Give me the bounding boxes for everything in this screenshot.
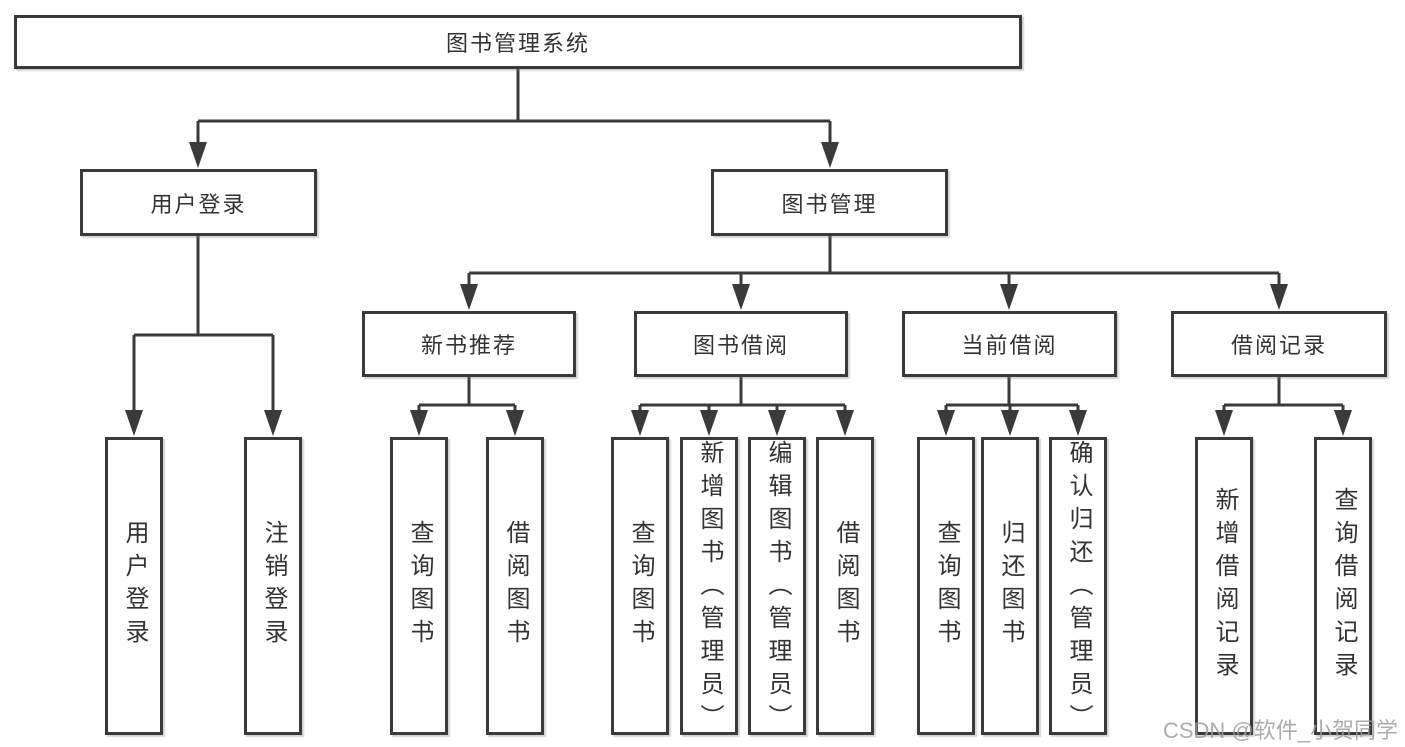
- leaf-label: 查询图书: [406, 520, 433, 652]
- leaf-add-borrowing-record: 新增借阅记录: [1195, 437, 1253, 735]
- leaf-query-books-recommendation: 查询图书: [390, 437, 448, 735]
- leaf-label: 借阅图书: [832, 520, 859, 652]
- node-current-borrowing: 当前借阅: [902, 311, 1117, 377]
- leaf-query-books-borrowing: 查询图书: [611, 437, 669, 735]
- leaf-logout: 注销登录: [244, 437, 302, 735]
- leaf-add-books-admin: 新增图书（管理员）: [680, 437, 738, 737]
- leaf-borrow-books-recommendation: 借阅图书: [486, 437, 544, 735]
- leaf-borrow-books: 借阅图书: [816, 437, 874, 735]
- leaf-label: 用户登录: [121, 520, 148, 652]
- leaf-label: 确认归还（管理员）: [1065, 440, 1092, 737]
- node-user-login: 用户登录: [80, 169, 317, 236]
- leaf-label: 借阅图书: [502, 520, 529, 652]
- leaf-query-borrowing-record: 查询借阅记录: [1314, 437, 1372, 735]
- leaf-label: 注销登录: [260, 520, 287, 652]
- node-label: 新书推荐: [420, 333, 517, 358]
- leaf-user-login: 用户登录: [105, 437, 163, 735]
- leaf-label: 新增图书（管理员）: [696, 440, 723, 737]
- leaf-label: 新增借阅记录: [1211, 487, 1238, 685]
- node-label: 借阅记录: [1230, 333, 1327, 358]
- node-new-book-recommendation: 新书推荐: [362, 311, 576, 377]
- arrowheads: [125, 142, 1352, 436]
- node-book-management: 图书管理: [711, 169, 948, 236]
- leaf-query-books-current: 查询图书: [917, 437, 975, 735]
- node-label: 用户登录: [150, 191, 247, 217]
- leaf-label: 编辑图书（管理员）: [764, 440, 791, 737]
- leaf-label: 归还图书: [997, 520, 1024, 652]
- leaf-edit-books-admin: 编辑图书（管理员）: [748, 437, 806, 737]
- leaf-label: 查询图书: [627, 520, 654, 652]
- node-label: 图书管理系统: [445, 31, 590, 56]
- node-label: 图书管理: [781, 191, 878, 217]
- node-library-management-system: 图书管理系统: [14, 15, 1022, 69]
- csdn-watermark: CSDN @软件_小贺同学: [1162, 718, 1398, 743]
- leaf-label: 查询图书: [933, 520, 960, 652]
- leaf-confirm-return-admin: 确认归还（管理员）: [1049, 437, 1107, 737]
- node-label: 当前借阅: [961, 333, 1058, 358]
- leaf-return-books: 归还图书: [981, 437, 1039, 735]
- node-borrowing-records: 借阅记录: [1171, 311, 1387, 377]
- leaf-label: 查询借阅记录: [1330, 487, 1357, 685]
- node-book-borrowing: 图书借阅: [634, 311, 848, 377]
- node-label: 图书借阅: [692, 333, 789, 358]
